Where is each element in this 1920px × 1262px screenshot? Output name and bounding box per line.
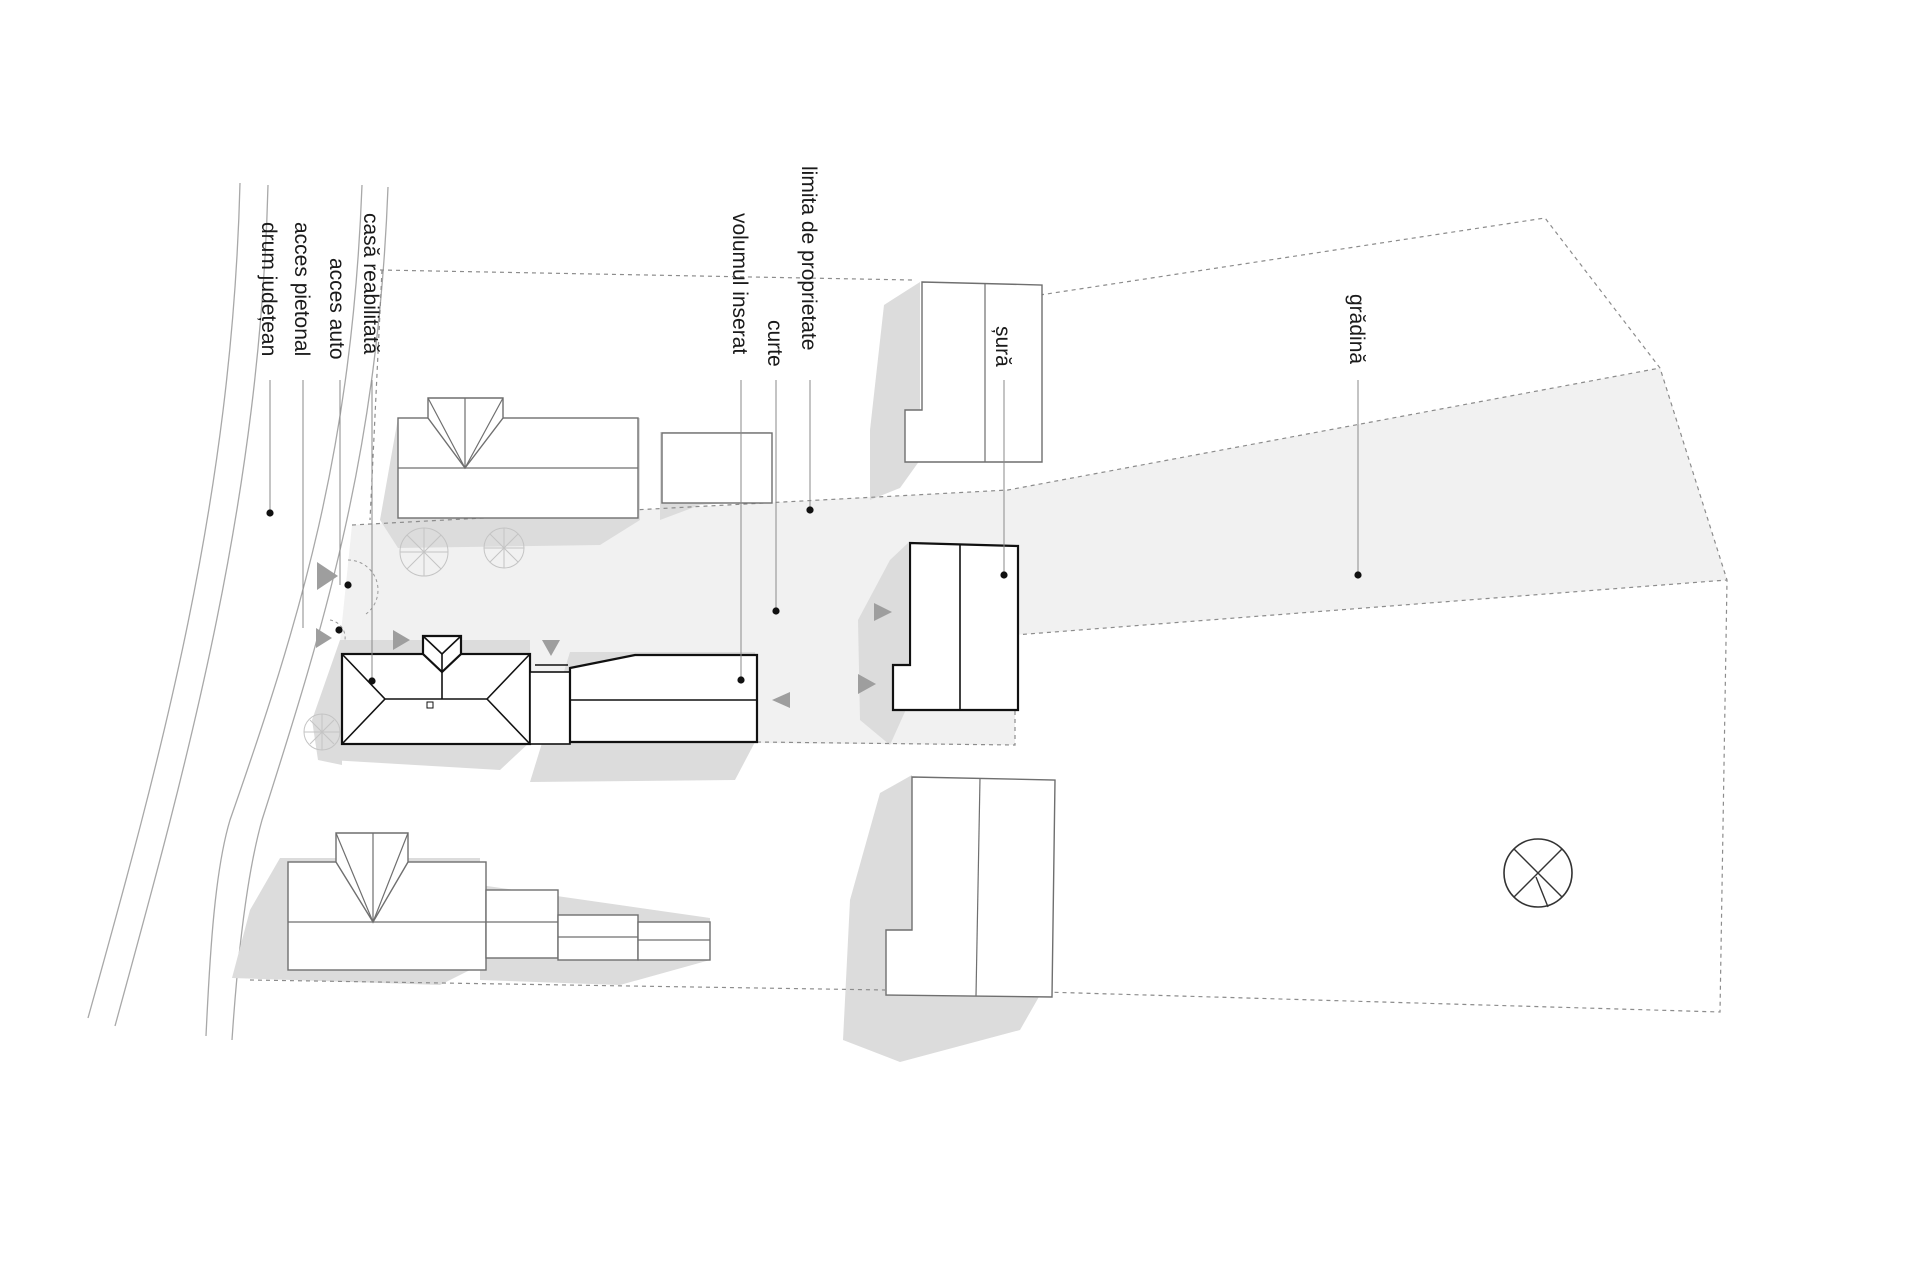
access-arrows	[316, 562, 892, 708]
neighbor-house-south	[287, 832, 711, 971]
rehabilitated-house	[340, 634, 532, 746]
property-limit-lines	[249, 217, 1728, 1013]
label-gradina: grădină	[1345, 294, 1368, 364]
vertical-labels: drum județean acces pietonal acces auto …	[257, 166, 1368, 367]
inserted-volume	[568, 653, 759, 744]
north-arrow-icon	[1503, 838, 1573, 908]
label-acces-auto: acces auto	[325, 258, 348, 360]
link-volume	[529, 671, 571, 745]
label-casa-reabilitata: casă reabilitată	[359, 213, 382, 355]
courtyard-area	[330, 368, 1727, 745]
neighbor-barn-north	[904, 281, 1043, 463]
label-drum-judetean: drum județean	[257, 222, 280, 356]
gates	[329, 559, 379, 641]
trees	[303, 527, 525, 751]
label-curte: curte	[763, 320, 786, 367]
neighbor-barn-south	[885, 776, 1056, 998]
label-acces-pietonal: acces pietonal	[290, 222, 313, 356]
neighbor-house-north	[397, 397, 773, 519]
barn-sura	[891, 541, 1020, 712]
county-road	[87, 182, 389, 1041]
label-limita-de-proprietate: limita de proprietate	[797, 166, 820, 350]
label-volumul-inserat: volumul inserat	[728, 213, 751, 354]
label-sura: șură	[991, 326, 1014, 367]
label-leaders	[266, 380, 1362, 685]
